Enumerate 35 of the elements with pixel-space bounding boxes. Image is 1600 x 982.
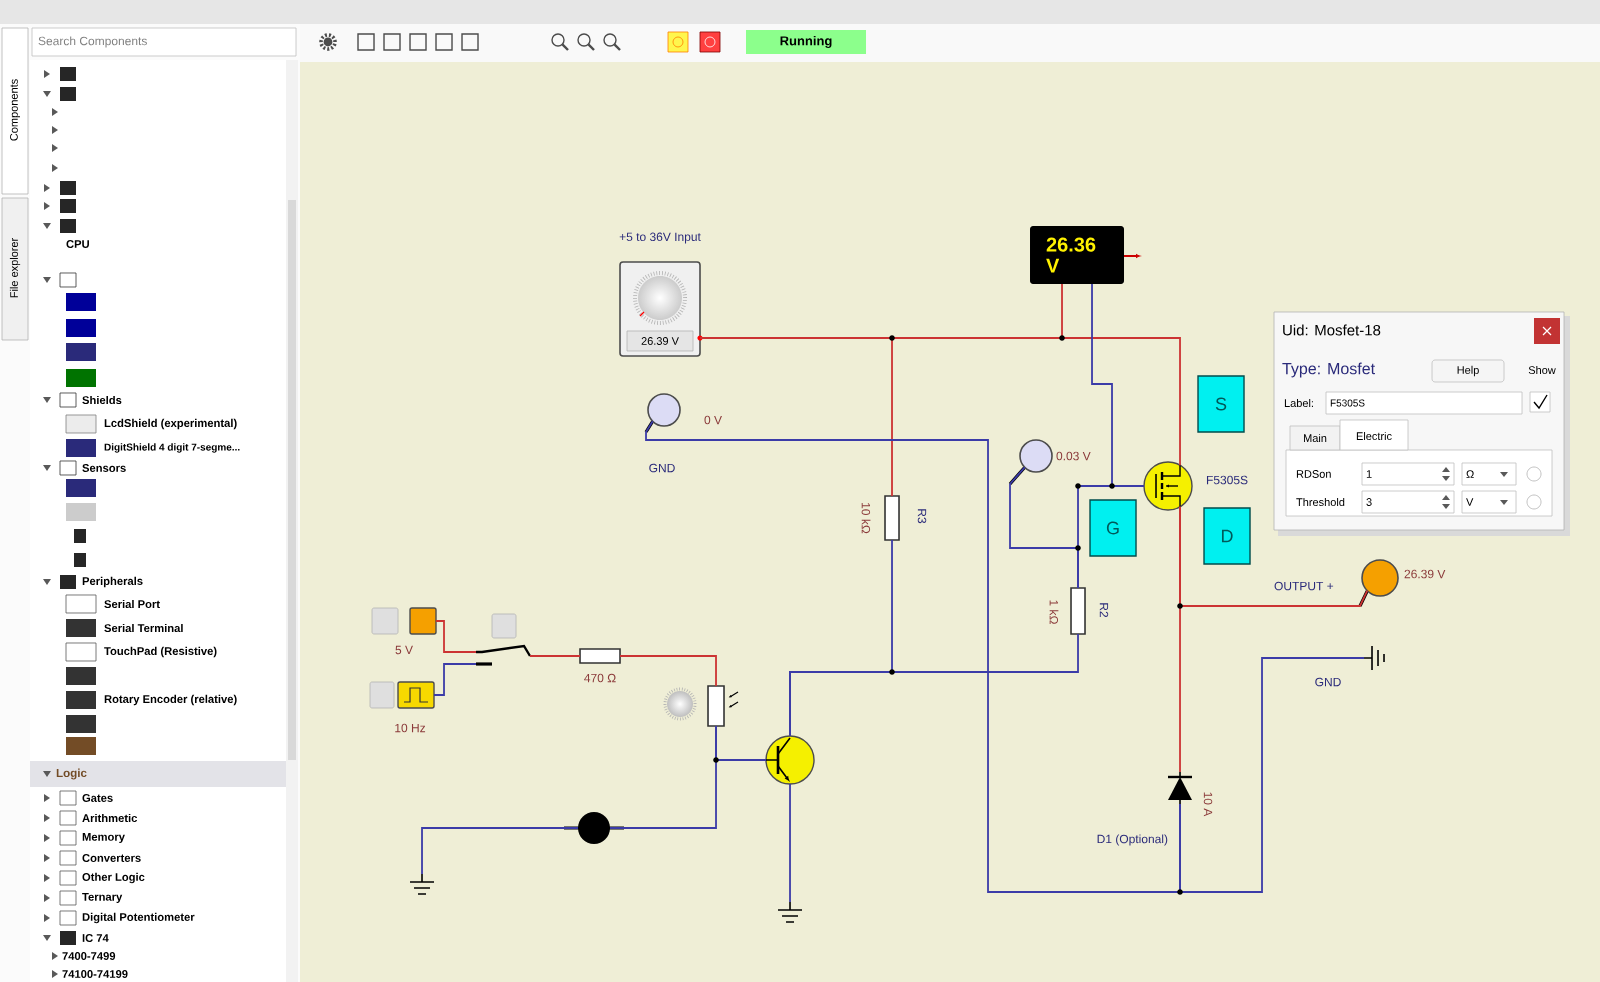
resistor-symbol xyxy=(884,495,900,541)
wire xyxy=(789,539,893,737)
wire xyxy=(789,783,791,903)
wire xyxy=(1077,485,1145,589)
clock-source xyxy=(369,681,435,709)
transistor-symbol xyxy=(765,735,815,785)
wire xyxy=(435,620,477,653)
wire xyxy=(433,663,477,696)
wire xyxy=(421,827,579,875)
wire xyxy=(1179,505,1181,773)
wire xyxy=(529,655,581,657)
voltmeter-display: 26.36 V xyxy=(1030,226,1141,284)
voltage-probe xyxy=(1008,439,1053,486)
note-box: S xyxy=(1197,375,1245,433)
circle-symbol xyxy=(564,812,624,844)
ground-symbol xyxy=(777,901,803,923)
wire xyxy=(699,337,1181,467)
note-box: G xyxy=(1089,499,1137,557)
mosfet-symbol xyxy=(1143,461,1193,511)
diode-symbol xyxy=(1168,771,1192,805)
voltage-probe xyxy=(644,393,681,433)
wire xyxy=(1179,657,1365,893)
light-sensor-symbol xyxy=(707,685,739,727)
wire xyxy=(609,725,717,829)
ground-symbol xyxy=(1363,645,1385,671)
note-box: D xyxy=(1203,507,1251,565)
wire xyxy=(645,420,1181,893)
wire xyxy=(619,655,717,687)
resistor-symbol xyxy=(1070,587,1086,635)
voltage-source xyxy=(371,607,437,635)
voltage-probe xyxy=(1358,559,1399,607)
switch-symbol xyxy=(476,613,532,666)
heading: Type: Mosfet xyxy=(1282,362,1375,378)
ground-symbol xyxy=(409,873,435,895)
resistor-symbol xyxy=(579,648,621,664)
